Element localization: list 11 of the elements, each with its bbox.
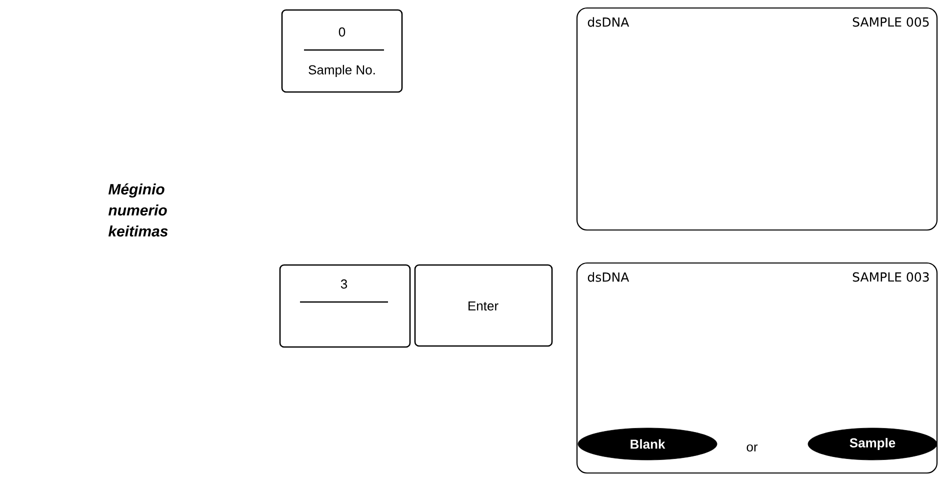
screen-text: or bbox=[746, 444, 758, 452]
screen-text: SAMPLE 003 bbox=[852, 272, 929, 282]
side-heading: Méginio numerio keitimas bbox=[108, 183, 168, 237]
screen-text: dsDNA bbox=[588, 272, 630, 282]
key-button: Enter bbox=[414, 264, 553, 347]
screen-text: dsDNA bbox=[588, 17, 630, 27]
screen-text: SAMPLE 005 bbox=[852, 17, 929, 27]
softkey-button: Sample bbox=[808, 428, 938, 460]
key-button: 3 bbox=[279, 264, 411, 348]
softkey-button: Blank bbox=[578, 428, 718, 460]
key-button: 0 Sample No. bbox=[281, 9, 403, 93]
